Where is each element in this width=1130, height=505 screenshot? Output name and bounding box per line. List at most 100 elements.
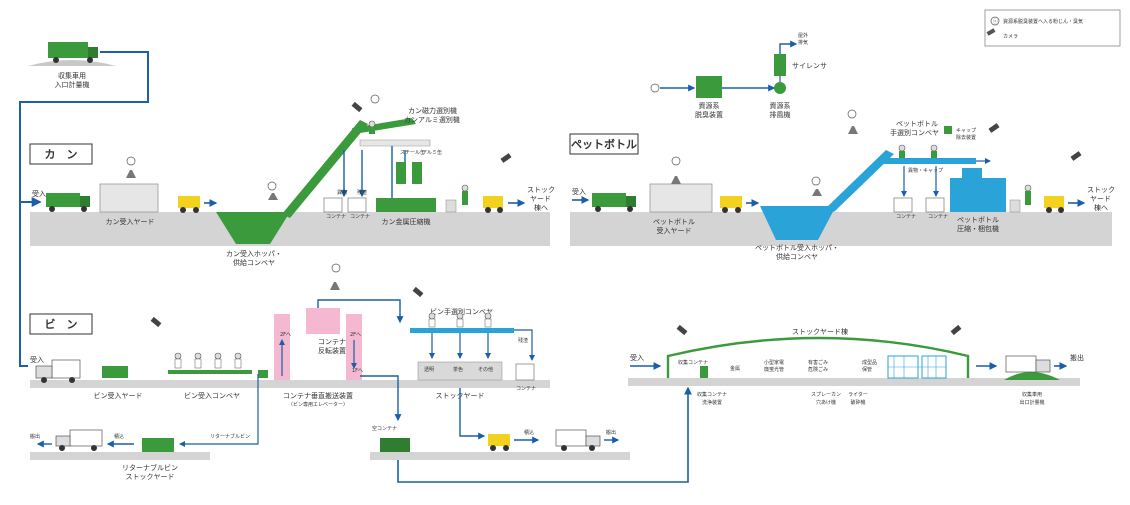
can-container-1: コンテナ bbox=[326, 214, 346, 220]
bin-flip-unit bbox=[306, 308, 340, 334]
can-hopper bbox=[216, 212, 290, 244]
stock-wash-label-2: 洗浄装置 bbox=[702, 399, 722, 406]
pet-worker-1 bbox=[898, 144, 906, 158]
bin-clear-label: 透明 bbox=[424, 366, 434, 373]
can-remaining-label: 残渣 bbox=[357, 189, 367, 196]
stock-small-appliance-2: 廃蛍光管 bbox=[764, 366, 784, 373]
pet-out-label-1: ストック bbox=[1087, 186, 1115, 194]
pet-cap-remover-label-2: 除去装置 bbox=[956, 134, 976, 141]
stock-dry-cell-2: 危険ごみ bbox=[808, 366, 828, 373]
can-yard-label: カン受入ヤード bbox=[106, 217, 155, 226]
bin-lift-label-2: （ビン専用エレベーター） bbox=[288, 401, 348, 408]
pet-worker-2 bbox=[930, 144, 938, 158]
pet-deodorizer-c-icon bbox=[650, 83, 660, 93]
can-container-2: コンテナ bbox=[350, 214, 370, 220]
pet-deodorizer-label-1: 資源系 bbox=[699, 101, 720, 110]
can-hopper-c-icon bbox=[267, 181, 277, 191]
bin-section-title-box bbox=[29, 313, 93, 335]
stock-large-2: 保管 bbox=[862, 366, 872, 373]
stock-collect-1: 収集コンテナ bbox=[678, 359, 708, 366]
bin-receiving-conveyor bbox=[168, 370, 252, 374]
stock-metal: 金属 bbox=[730, 365, 740, 372]
can-press-label: カン金属圧縮機 bbox=[382, 217, 431, 226]
can-feed-conveyor bbox=[282, 120, 368, 218]
bin-2f-b: 2Fへ bbox=[350, 332, 361, 338]
bin-stock-bays bbox=[417, 361, 503, 381]
bin-out-label-2: 搬出 bbox=[606, 429, 616, 436]
pet-hand-sort-conveyor bbox=[880, 158, 976, 164]
pet-press-label-1: ペットボトル bbox=[957, 216, 999, 224]
pet-ground bbox=[570, 212, 1112, 246]
pet-yard-c-icon bbox=[671, 156, 681, 166]
pet-foreign-cap-1: 異物・キャップ bbox=[908, 167, 943, 174]
stock-lighter-label-1: ライター bbox=[848, 391, 868, 398]
stock-lighter-label-2: 破砕機 bbox=[850, 399, 865, 406]
pet-hopper bbox=[760, 206, 836, 240]
bin-brown-label: 茶色 bbox=[453, 366, 463, 373]
bin-returnable-yard-1: リターナブルビン bbox=[122, 463, 178, 472]
bin-1f: 1Fへ bbox=[352, 368, 363, 374]
pet-container-1: コンテナ bbox=[896, 214, 916, 220]
exit-scale-label-1: 収集車用 bbox=[1022, 391, 1042, 398]
stock-dry-cell-1: 有害ごみ bbox=[808, 359, 828, 366]
exit-truck-icon bbox=[1005, 355, 1037, 373]
can-separator-c-icon bbox=[370, 94, 380, 104]
pet-deodorizer-label-2: 脱臭装置 bbox=[695, 110, 723, 119]
pet-press-machine bbox=[950, 168, 1006, 212]
entry-truck-icon bbox=[48, 42, 88, 58]
can-section-title: カ ン bbox=[45, 148, 78, 161]
camera-icon bbox=[950, 324, 962, 336]
can-forklift-icon bbox=[483, 196, 503, 213]
camera-icon bbox=[500, 153, 512, 163]
bin-load-label-1: 積込 bbox=[114, 433, 124, 440]
bin-returnable-truck-icon bbox=[69, 429, 103, 447]
bin-yard-label: ビン受入ヤード bbox=[94, 391, 143, 400]
bin-in-label: 受入 bbox=[30, 355, 44, 364]
can-worker-icon bbox=[368, 120, 376, 134]
bin-container-label: コンテナ bbox=[516, 386, 536, 392]
can-separator-label-2: カンアルミ選別機 bbox=[404, 115, 460, 124]
pet-hopper-c-icon bbox=[811, 176, 821, 186]
can-out-label-1: ストック bbox=[527, 186, 555, 194]
bin-lift-label-1: コンテナ垂直搬送装置 bbox=[283, 391, 353, 400]
camera-icon bbox=[1070, 151, 1082, 161]
exit-scale-label-2: 出口計量機 bbox=[1019, 399, 1044, 406]
pet-in-label: 受入 bbox=[572, 187, 586, 196]
pet-forklift-icon bbox=[1044, 196, 1064, 213]
stock-spray-label-2: 穴あけ機 bbox=[816, 399, 836, 406]
can-loader-icon bbox=[178, 196, 200, 213]
bin-flip-c-icon bbox=[331, 263, 341, 273]
can-foreign-label: 異物 bbox=[337, 189, 347, 196]
pet-yard-label-1: ペットボトル bbox=[653, 218, 695, 226]
bin-flip-label-2: 反転装置 bbox=[318, 346, 346, 355]
bin-returnable-label: リターナブルビン bbox=[210, 433, 250, 440]
can-hopper-label-2: 供給コンベヤ bbox=[233, 258, 275, 267]
pet-hopper-label-1: ペットボトル受入ホッパ・ bbox=[755, 243, 839, 252]
entry-scale-label-1: 収集車用 bbox=[58, 71, 86, 80]
pet-exhaust-label-2: 排気 bbox=[798, 39, 808, 46]
bin-empty-container: 空コンテナ bbox=[372, 425, 397, 432]
pet-section: ペットボトル 受入 ペットボトル 受入ヤード ペットボトル受入ホッパ・ 供給コン… bbox=[569, 32, 1115, 261]
can-yard-c-icon bbox=[126, 156, 136, 166]
legend: ⓒ 資源系脱臭装置へ入る粉じん・臭気 カメラ bbox=[984, 9, 1121, 47]
pet-out-label-3: 棟へ bbox=[1094, 203, 1108, 212]
camera-icon bbox=[412, 286, 424, 298]
stock-small-appliance-1: 小型家電 bbox=[764, 359, 784, 366]
bin-2f-a: 2Fへ bbox=[280, 332, 291, 338]
stockyard-roof bbox=[666, 336, 970, 380]
can-section-title-box bbox=[29, 143, 93, 165]
bin-to-stockyard-line bbox=[397, 386, 692, 483]
pet-cap-remover-icon bbox=[944, 126, 952, 134]
entry-scale-area: 収集車用 入口計量機 bbox=[28, 42, 116, 89]
can-separator-label-1: カン磁力選別機 bbox=[408, 106, 457, 115]
can-out-worker bbox=[445, 184, 469, 213]
camera-icon bbox=[988, 123, 1000, 133]
can-truck-icon bbox=[46, 193, 80, 207]
pet-hand-sort-label-1: ペットボトル bbox=[896, 120, 938, 128]
bin-returnable-yard-2: ストックヤード bbox=[126, 473, 175, 481]
pet-fan-icon bbox=[774, 82, 786, 94]
pet-hopper-label-2: 供給コンベヤ bbox=[776, 252, 818, 261]
stock-spray-label-1: スプレーカン bbox=[811, 392, 841, 398]
stock-large-1: 成型品 bbox=[862, 359, 877, 366]
bin-workers bbox=[174, 352, 242, 369]
